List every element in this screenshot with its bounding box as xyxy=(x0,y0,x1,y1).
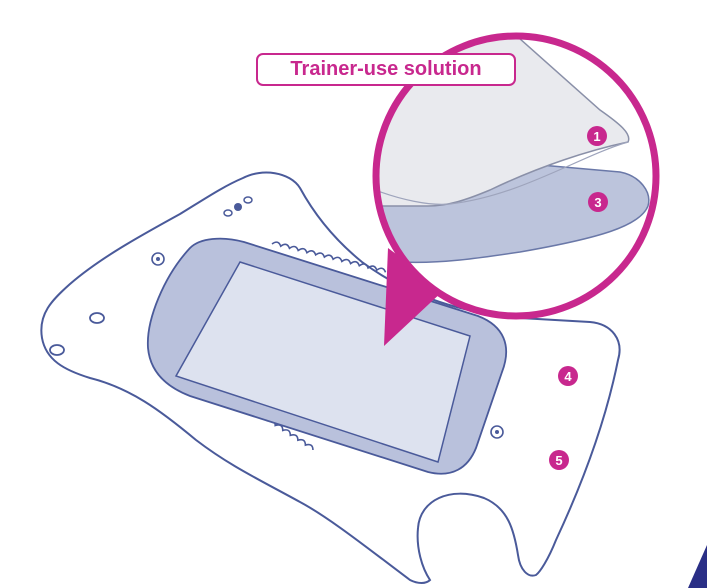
callout-3: 3 xyxy=(588,192,608,212)
svg-text:5: 5 xyxy=(555,453,562,468)
callout-5: 5 xyxy=(549,450,569,470)
corner-decoration xyxy=(688,545,707,588)
diagram-title: Trainer-use solution xyxy=(256,53,516,86)
svg-text:4: 4 xyxy=(564,369,572,384)
callout-1: 1 xyxy=(587,126,607,146)
svg-text:1: 1 xyxy=(593,129,600,144)
callout-4: 4 xyxy=(558,366,578,386)
mount-hole xyxy=(234,203,242,211)
svg-text:3: 3 xyxy=(594,195,601,210)
